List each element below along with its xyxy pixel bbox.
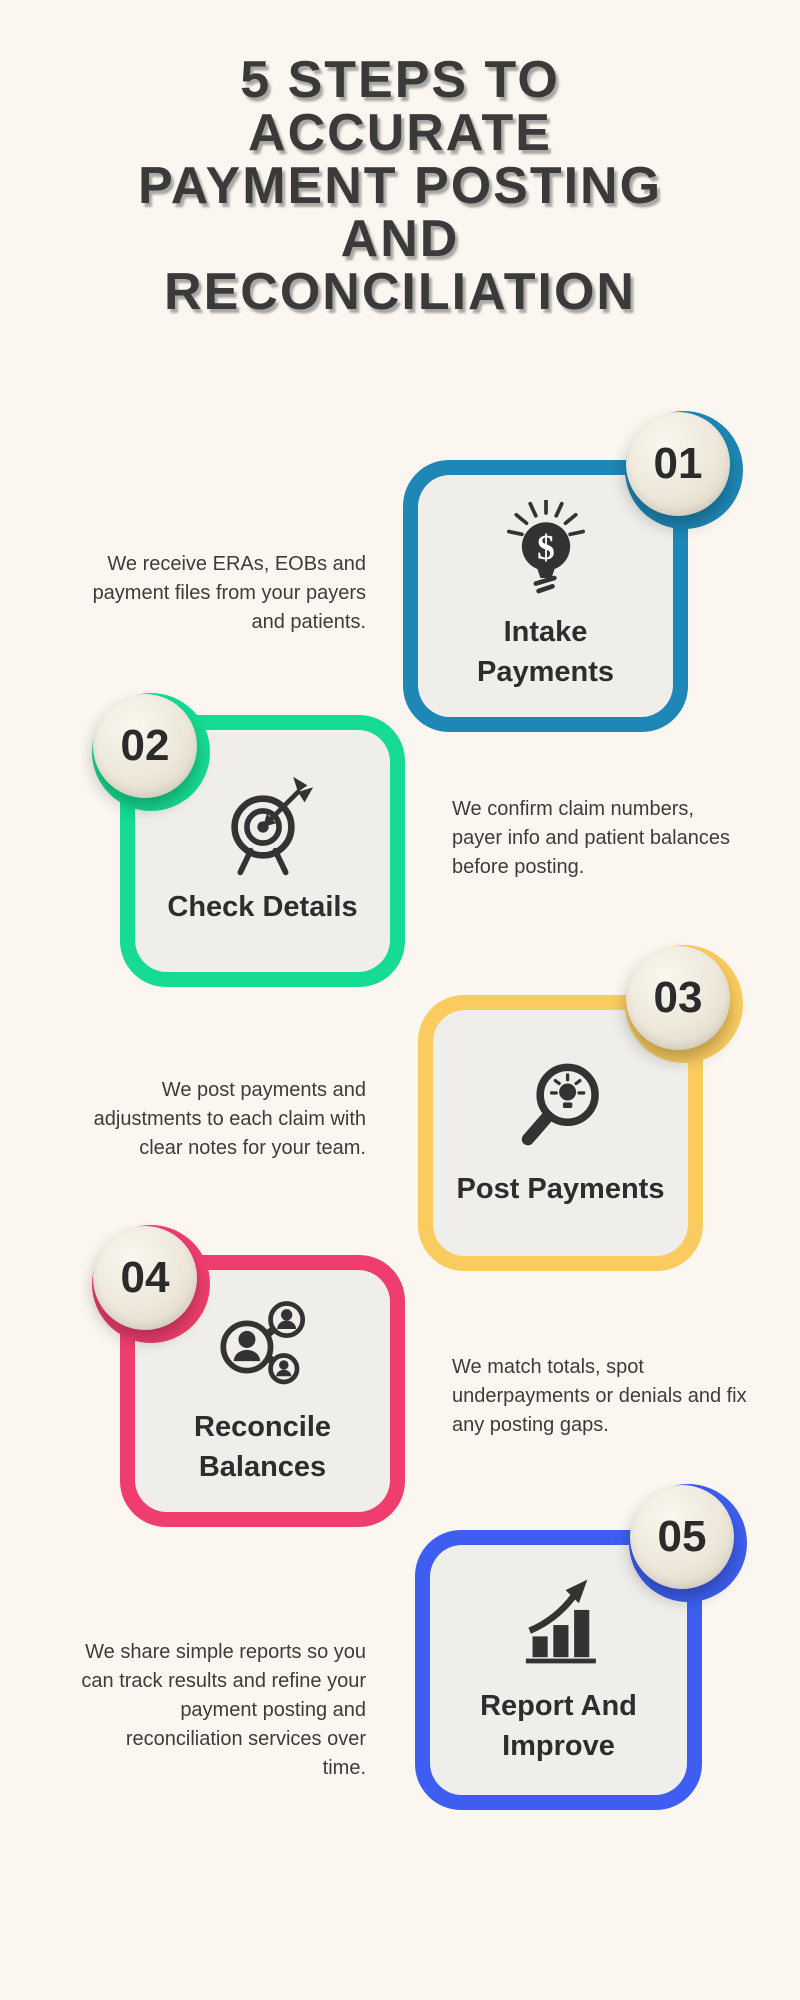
title-line: PAYMENT POSTING [137,157,663,216]
step-label: Reconcile Balances [194,1410,331,1483]
step-label: Post Payments [456,1172,665,1205]
card-panel: $ Intake Payments [418,475,673,717]
step-badge: 02 [93,694,197,798]
step-badge: 04 [93,1226,197,1330]
step-badge: 01 [626,412,730,516]
magnifier-bulb-icon [521,1063,599,1146]
step-label: Check Details [167,890,358,923]
svg-text:$: $ [537,528,555,567]
card-panel: Check Details [135,730,390,972]
step-badge: 05 [630,1485,734,1589]
card-panel: Post Payments [433,1010,688,1256]
step-description: We confirm claim numbers, payer info and… [452,798,730,878]
growth-chart-icon [525,1579,596,1664]
step-number: 01 [653,439,703,488]
step-description: We match totals, spot underpayments or d… [452,1356,747,1436]
page-title: 5 STEPS TO ACCURATE PAYMENT POSTING AND … [0,51,800,322]
title-line: ACCURATE [248,104,552,163]
step-description: We share simple reports so you can track… [81,1641,366,1779]
dollar-bulb-icon: $ [506,499,585,594]
step-description: We receive ERAs, EOBs and payment files … [92,553,366,633]
step-label: Intake Payments [476,615,614,688]
step-number: 05 [657,1512,707,1561]
step-label: Report And Improve [480,1689,637,1762]
title-line: 5 STEPS TO [240,51,560,109]
step-number: 03 [653,973,703,1022]
title-line: AND [340,210,460,269]
card-panel: Reconcile Balances [135,1270,390,1512]
title-line: RECONCILIATION [164,263,636,322]
people-network-icon [219,1301,305,1385]
target-arrow-icon [230,776,313,876]
step-badge: 03 [626,946,730,1050]
step-number: 04 [120,1253,170,1302]
card-panel: Report And Improve [430,1545,687,1795]
step-description: We post payments and adjustments to each… [93,1079,366,1159]
step-number: 02 [120,721,170,770]
